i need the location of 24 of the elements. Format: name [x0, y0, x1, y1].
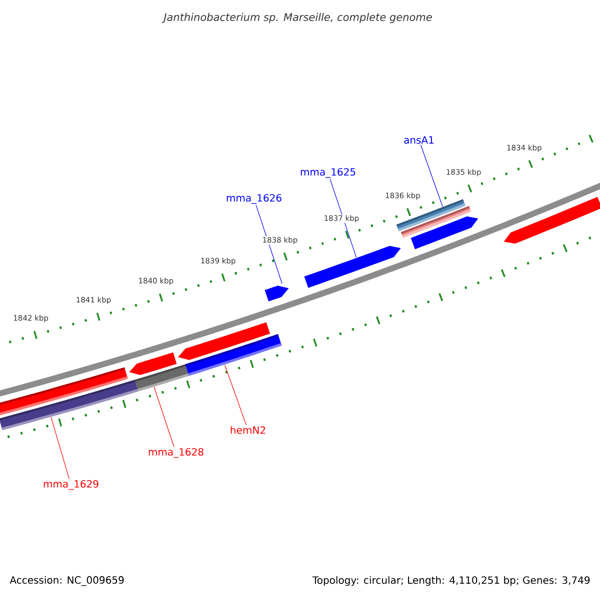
- leader-line: [330, 178, 357, 258]
- gene-feature: [410, 216, 478, 250]
- leader-line: [420, 144, 443, 207]
- gene-feature: [264, 286, 289, 302]
- leader-line: [224, 364, 246, 426]
- footer-text: Accession: NC_009659: [10, 576, 124, 586]
- gene-label: hemN2: [230, 426, 266, 434]
- footer-text: Topology: circular; Length: 4,110,251 bp; Genes: 3,749: [312, 576, 590, 586]
- gene-label: mma_1629: [44, 480, 98, 490]
- leader-line: [256, 204, 282, 284]
- gene-bar: [185, 334, 282, 376]
- gene-bar: [134, 364, 189, 392]
- gene-feature: [178, 322, 270, 360]
- gene-feature: [304, 246, 401, 288]
- gene-label: mma_1625: [300, 168, 356, 178]
- leader-line: [50, 416, 70, 480]
- gene-label: mma_1626: [226, 194, 282, 204]
- gene-feature: [129, 352, 177, 376]
- gene-bar: [0, 380, 138, 430]
- gene-label: ansA1: [404, 136, 434, 144]
- title: Janthinobacterium sp. Marseille, complete genome: [162, 12, 432, 24]
- gene-label: mma_1628: [148, 448, 204, 458]
- leader-line: [154, 386, 174, 448]
- gene-feature: [504, 196, 600, 244]
